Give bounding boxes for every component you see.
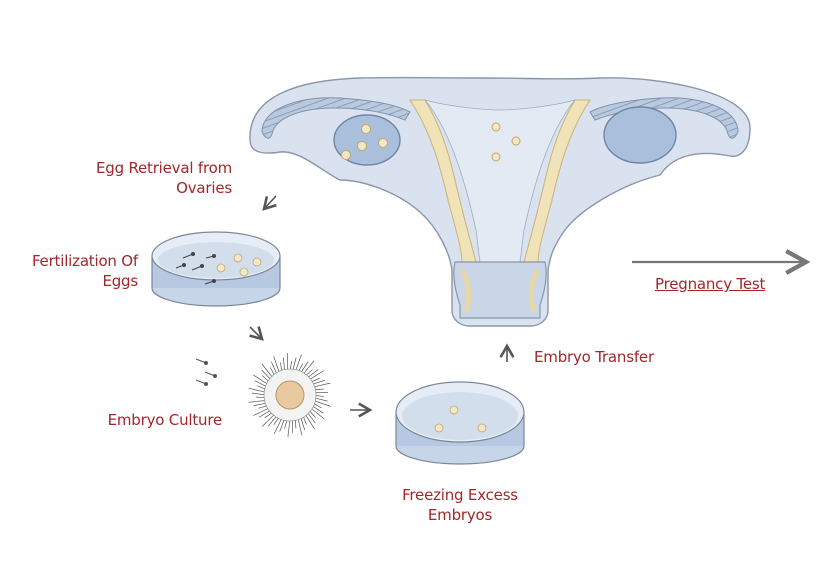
cumulus-ray bbox=[273, 417, 283, 435]
cumulus-ray bbox=[253, 407, 270, 416]
arrow-retrieval-to-fertilization bbox=[262, 195, 277, 211]
label-egg-retrieval-line1: Egg Retrieval from bbox=[95, 159, 232, 177]
cumulus-ray bbox=[273, 356, 280, 374]
cumulus-ray bbox=[295, 354, 302, 372]
cumulus-ray bbox=[261, 413, 276, 427]
label-embryo-culture: Embryo Culture bbox=[107, 411, 223, 429]
cumulus-ray bbox=[302, 360, 315, 375]
fallopian-tube-right bbox=[589, 97, 739, 139]
cumulus-ray bbox=[308, 370, 325, 381]
cumulus-ray bbox=[313, 400, 331, 407]
label-freezing-line1: Freezing Excess bbox=[402, 486, 518, 504]
cervix bbox=[453, 261, 547, 319]
fallopian-tube-left bbox=[261, 97, 411, 139]
cumulus-ray bbox=[261, 363, 274, 379]
embryo-culture-illustration bbox=[195, 353, 331, 437]
cumulus-ray bbox=[312, 382, 331, 388]
cumulus-ray bbox=[304, 413, 315, 430]
freezing-dish bbox=[395, 381, 525, 465]
label-freezing-line2: Embryos bbox=[427, 506, 493, 524]
ovary-left bbox=[333, 114, 401, 166]
fertilization-dish bbox=[151, 231, 281, 307]
label-pregnancy-test: Pregnancy Test bbox=[655, 275, 766, 293]
uterine-embryos bbox=[491, 122, 521, 162]
label-fertilization: Fertilization Of Eggs bbox=[0, 251, 138, 291]
ovary-right bbox=[603, 106, 677, 164]
label-fertilization-line2: Eggs bbox=[102, 272, 138, 290]
cumulus-ray bbox=[252, 374, 269, 385]
label-freezing: Freezing Excess Embryos bbox=[370, 485, 550, 525]
cumulus-ray bbox=[248, 399, 267, 403]
arrow-fertilization-to-culture bbox=[249, 326, 264, 341]
cumulus-ray bbox=[287, 418, 291, 437]
label-egg-retrieval-line2: Ovaries bbox=[176, 179, 232, 197]
process-arrows bbox=[249, 195, 806, 418]
cumulus-ray bbox=[248, 387, 267, 393]
label-fertilization-line1: Fertilization Of bbox=[31, 252, 138, 270]
label-embryo-transfer: Embryo Transfer bbox=[534, 348, 654, 366]
label-egg-retrieval: Egg Retrieval from Ovaries bbox=[40, 158, 232, 198]
cumulus-ray bbox=[297, 417, 303, 436]
uterine-cavity bbox=[423, 99, 577, 263]
ovary-eggs bbox=[341, 124, 388, 160]
uterus-illustration bbox=[249, 76, 751, 327]
cumulus-ray bbox=[310, 407, 325, 420]
